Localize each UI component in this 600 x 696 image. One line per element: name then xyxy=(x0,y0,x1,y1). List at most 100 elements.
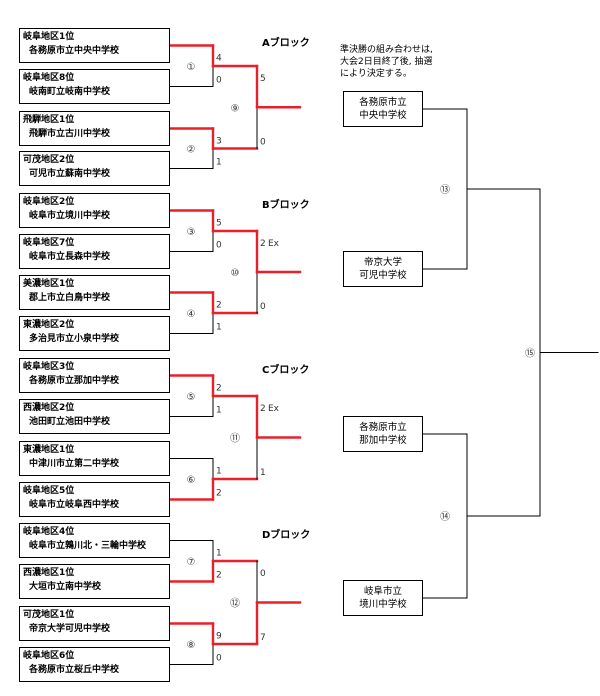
team-school: 可児市立蘇南中学校 xyxy=(29,169,111,179)
team-box: 岐阜地区8位岐南町立岐南中学校 xyxy=(19,69,170,104)
team-school: 帝京大学可児中学校 xyxy=(29,624,111,634)
round1-score: 2 xyxy=(216,301,222,311)
team-region: 東濃地区2位 xyxy=(23,320,75,330)
team-region: 東濃地区1位 xyxy=(23,445,75,455)
team-school: 各務原市立中央中学校 xyxy=(29,46,120,56)
team-region: 岐阜地区2位 xyxy=(23,197,75,207)
round1-score: 2 xyxy=(216,571,222,581)
semifinalist-name: 那加中学校 xyxy=(359,435,407,446)
semifinalist-name: 帝京大学 xyxy=(363,257,402,268)
team-region: 岐阜地区5位 xyxy=(23,486,75,496)
team-box: 美濃地区1位郡上市立白鳥中学校 xyxy=(19,275,170,310)
team-box: 岐阜地区2位岐阜市立境川中学校 xyxy=(19,193,170,228)
team-region: 可茂地区1位 xyxy=(23,610,75,620)
match-number: ⑦ xyxy=(187,557,196,568)
round1-score: 5 xyxy=(216,219,222,229)
match-number: ⑨ xyxy=(231,103,240,114)
note-line: 準決勝の組み合わせは, xyxy=(340,45,433,55)
semifinalist-name: 岐阜市立 xyxy=(363,586,402,597)
team-region: 岐阜地区8位 xyxy=(23,73,75,83)
match-number: ⑤ xyxy=(187,392,196,403)
team-box: 岐阜地区6位各務原市立桜丘中学校 xyxy=(19,647,170,682)
round1-score: 9 xyxy=(216,632,222,642)
round1-score: 1 xyxy=(216,467,222,477)
team-school: 岐阜市立長森中学校 xyxy=(29,252,111,262)
semifinalist-name: 可児中学校 xyxy=(359,270,407,281)
semifinalist-name: 各務原市立 xyxy=(359,422,407,433)
extra-time-mark: Ex xyxy=(268,239,280,249)
note-line: 大会2日目終了後, 抽選 xyxy=(340,57,433,67)
match-number: ⑥ xyxy=(187,475,196,486)
round1-score: 1 xyxy=(216,549,222,559)
round1-score: 4 xyxy=(216,54,222,64)
team-box: 岐阜地区3位各務原市立那加中学校 xyxy=(19,358,170,393)
block-b-label: Bブロック xyxy=(262,200,310,211)
match-number: ⑪ xyxy=(230,433,240,445)
team-box: 東濃地区2位多治見市立小泉中学校 xyxy=(19,316,170,351)
team-school: 岐阜市立境川中学校 xyxy=(29,211,111,221)
team-region: 岐阜地区3位 xyxy=(23,362,75,372)
match-number: ⑬ xyxy=(440,184,450,196)
round2-score: 7 xyxy=(260,633,266,643)
block-d-label: Dブロック xyxy=(262,530,311,541)
round2-score: 0 xyxy=(260,569,266,579)
team-region: 岐阜地区6位 xyxy=(23,651,75,661)
team-box: 岐阜地区4位岐阜市立鶉川北・三輪中学校 xyxy=(19,523,170,558)
semifinalist-box: 岐阜市立境川中学校 xyxy=(343,580,423,616)
round2-score: 2 xyxy=(260,404,266,414)
team-region: 西濃地区2位 xyxy=(23,403,75,413)
semifinalist-box: 各務原市立那加中学校 xyxy=(343,416,423,452)
match-number: ⑮ xyxy=(525,348,535,360)
match-number: ② xyxy=(187,145,196,156)
team-region: 飛騨地区1位 xyxy=(23,115,75,125)
team-box: 岐阜地区7位岐阜市立長森中学校 xyxy=(19,234,170,269)
round1-score: 1 xyxy=(216,406,222,416)
team-school: 大垣市立南中学校 xyxy=(29,582,102,592)
team-box: 可茂地区2位可児市立蘇南中学校 xyxy=(19,151,170,186)
team-region: 可茂地区2位 xyxy=(23,155,75,165)
team-box: 西濃地区1位大垣市立南中学校 xyxy=(19,564,170,599)
match-number: ⑧ xyxy=(187,640,196,651)
round2-score: 0 xyxy=(260,302,266,312)
semifinalist-name: 中央中学校 xyxy=(359,110,407,121)
team-school: 飛騨市立古川中学校 xyxy=(29,129,111,139)
match-number: ③ xyxy=(187,227,196,238)
match-number: ⑩ xyxy=(231,268,240,279)
team-school: 各務原市立桜丘中学校 xyxy=(29,665,120,675)
team-school: 岐阜市立鶉川北・三輪中学校 xyxy=(29,541,147,551)
match-number: ① xyxy=(187,62,196,73)
semifinalist-name: 各務原市立 xyxy=(359,97,407,108)
round2-score: 2 xyxy=(260,239,266,249)
team-school: 各務原市立那加中学校 xyxy=(29,376,120,386)
match-number: ④ xyxy=(187,309,196,320)
team-box: 飛騨地区1位飛騨市立古川中学校 xyxy=(19,111,170,146)
team-region: 西濃地区1位 xyxy=(23,568,75,578)
team-region: 岐阜地区7位 xyxy=(23,238,75,248)
round2-score: 1 xyxy=(260,468,266,478)
team-school: 多治見市立小泉中学校 xyxy=(29,334,120,344)
team-school: 岐阜市立岐阜西中学校 xyxy=(29,500,120,510)
semifinalist-box: 各務原市立中央中学校 xyxy=(343,91,423,127)
team-box: 岐阜地区5位岐阜市立岐阜西中学校 xyxy=(19,482,170,517)
round1-score: 0 xyxy=(216,654,222,664)
round1-score: 3 xyxy=(216,137,222,147)
round1-score: 0 xyxy=(216,241,222,251)
round1-score: 2 xyxy=(216,384,222,394)
team-box: 可茂地区1位帝京大学可児中学校 xyxy=(19,606,170,641)
round1-score: 0 xyxy=(216,76,222,86)
team-region: 岐阜地区1位 xyxy=(23,32,75,42)
team-school: 岐南町立岐南中学校 xyxy=(29,87,111,97)
team-box: 東濃地区1位中津川市立第二中学校 xyxy=(19,441,170,476)
team-box: 岐阜地区1位各務原市立中央中学校 xyxy=(19,28,170,63)
match-number: ⑫ xyxy=(230,598,240,610)
team-school: 池田町立池田中学校 xyxy=(29,417,111,427)
round2-score: 0 xyxy=(260,138,266,148)
team-region: 美濃地区1位 xyxy=(23,279,75,289)
team-region: 岐阜地区4位 xyxy=(23,527,75,537)
semifinalist-box: 帝京大学可児中学校 xyxy=(343,251,423,287)
team-box: 西濃地区2位池田町立池田中学校 xyxy=(19,399,170,434)
round1-score: 1 xyxy=(216,158,222,168)
match-number: ⑭ xyxy=(440,511,450,523)
round1-score: 1 xyxy=(216,323,222,333)
